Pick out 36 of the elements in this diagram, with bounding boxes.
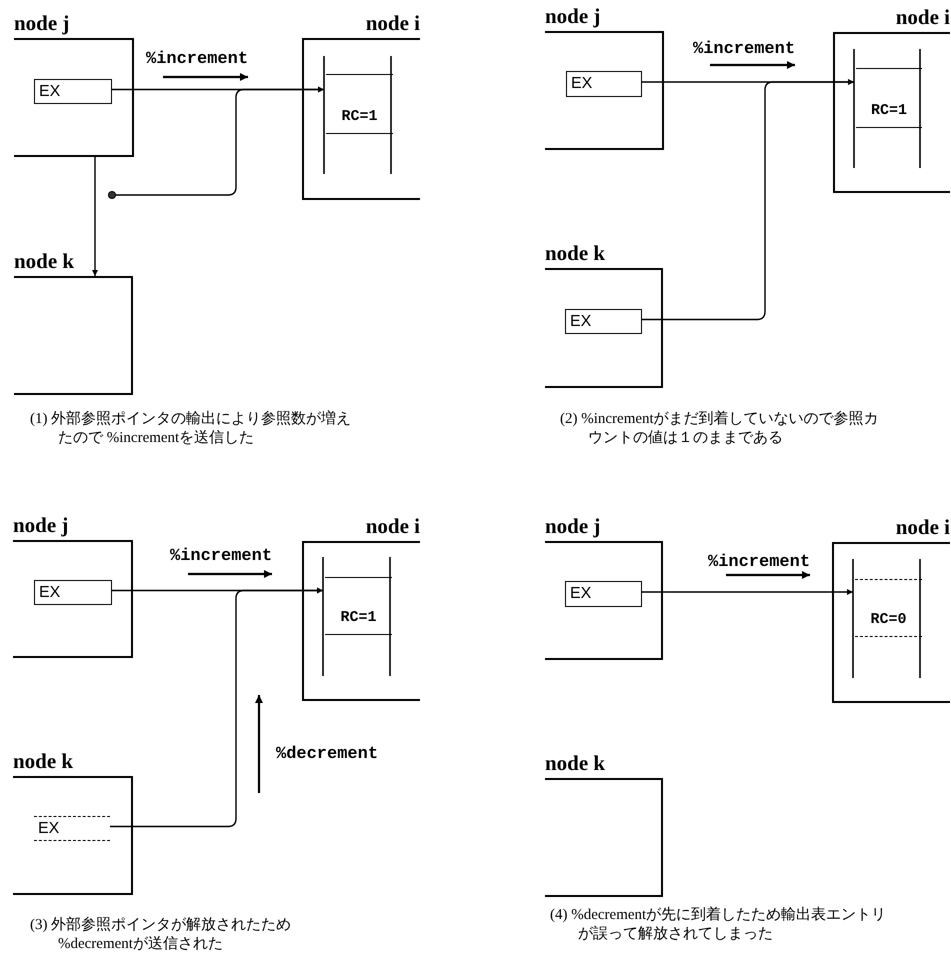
message-label: %increment [170,547,272,567]
node-label: node j [545,513,600,539]
export-entry: EX [566,71,642,97]
connector-arrow [92,157,98,276]
table-entry: RC=1 [325,577,392,635]
node-label: node k [14,248,74,274]
message-label: %increment [693,40,796,60]
message-label: %increment [146,50,248,70]
node-label: node j [14,10,70,36]
node-label: node k [545,750,606,776]
table-entry: RC=1 [326,74,393,134]
table-entry: RC=0 [855,579,922,637]
export-entry: EX [34,816,110,841]
node-label: node j [545,3,600,29]
node-label: node i [366,513,420,539]
export-entry: EX [34,580,112,605]
connector-arrow [642,79,854,320]
export-entry: EX [565,309,642,334]
node-label: node j [13,512,68,538]
node-label: node k [545,240,606,266]
table-entry: RC=1 [856,68,922,128]
connector-arrow [108,86,324,200]
connector-arrow [110,588,323,828]
export-entry: EX [34,79,112,104]
caption: (2) %incrementがまだ到着していないので参照カウントの値は１のままである [560,410,880,448]
message-label: %increment [708,553,810,573]
node-label: node i [896,4,950,30]
export-entry: EX [565,581,642,607]
message-label: %decrement [276,745,378,765]
caption: (1) 外部参照ポインタの輸出により参照数が増えたので %incrementを送信した [30,410,352,448]
caption: (4) %decrementが先に到着したため輸出表エントリが誤って解放されてしまった [550,906,888,944]
caption: (3) 外部参照ポインタが解放されたため %decrementが送信された [30,916,292,954]
connector-arrow [642,589,853,595]
node-label: node i [366,10,420,36]
node-label: node k [13,748,74,774]
node-label: node i [896,514,950,540]
